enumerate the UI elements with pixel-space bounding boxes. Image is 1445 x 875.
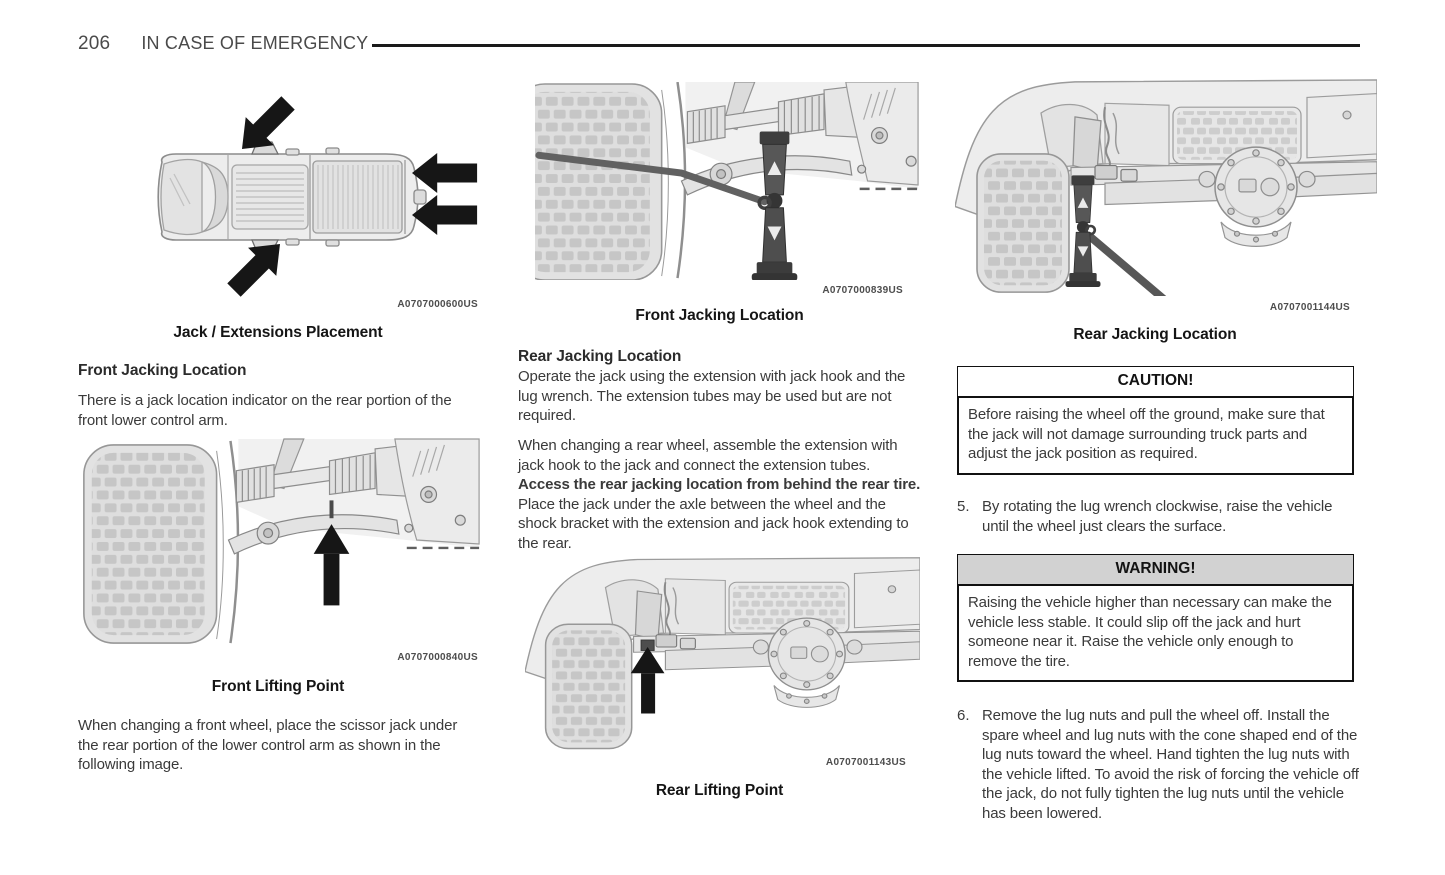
rear-tire [544,623,633,750]
front-jacking-location-illustration [535,82,919,280]
warning-box: WARNING! Raising the vehicle higher than… [957,554,1354,682]
step-5-number: 5. [957,498,970,515]
front-tire [83,444,224,644]
front-tire [535,83,669,280]
caution-title: CAUTION! [957,366,1354,397]
step-6: 6. Remove the lug nuts and pull the whee… [957,706,1360,823]
rear-upper-jack-arrow [412,153,478,193]
page-header: 206 IN CASE OF EMERGENCY [78,33,368,55]
figure-jack-extensions-placement [140,78,480,300]
truck-top-view [157,141,427,253]
cv-boot-outer [328,452,376,496]
figure-code: A0707000839US [822,285,903,296]
differential-cover [773,685,841,708]
mud-flap [634,590,663,641]
cv-boot-inner [686,105,726,145]
front-jacking-location-text: There is a jack location indicator on th… [78,392,452,429]
spare-tire-tread [732,585,846,630]
caution-body-text: Before raising the wheel off the ground,… [957,396,1354,475]
spare-tire-tread [1177,111,1297,160]
warning-body-text: Raising the vehicle higher than necessar… [957,584,1354,682]
rear-jacking-location-heading: Rear Jacking Location [518,348,682,365]
figure-code: A0707001143US [825,757,906,768]
step-5: 5. By rotating the lug wrench clockwise,… [957,497,1360,536]
mud-flap [1072,116,1102,173]
scissor-jack [751,131,798,280]
rear-jacking-text-2-pre: When changing a rear wheel, assemble the… [518,437,898,474]
jack-location-indicator [329,500,334,519]
figure-caption: Jack / Extensions Placement [173,324,383,341]
lug-wrench-rod [535,151,769,206]
figure-caption: Front Lifting Point [211,678,345,695]
lifting-point-arrow [313,524,350,606]
brake-line [663,582,671,637]
figure-caption: Front Jacking Location [635,307,804,324]
figure-code: A0707000600US [397,299,478,310]
lifting-point-arrow [630,647,665,714]
hitch-receiver [413,189,427,205]
brake-line [1103,107,1111,168]
rear-jacking-text-2: When changing a rear wheel, assemble the… [518,436,921,553]
cv-boot-inner [235,464,275,504]
front-suspension [227,438,480,555]
rear-lifting-point-illustration [525,557,920,750]
rear-underbody [1070,92,1377,247]
jack-extensions-placement-illustration [157,88,478,300]
step-6-text: Remove the lug nuts and pull the wheel o… [982,707,1359,822]
front-lifting-point-text: When changing a front wheel, place the s… [78,717,458,773]
rear-jacking-text-2-bold: Access the rear jacking location from be… [518,476,921,493]
scissor-jack [1065,175,1101,288]
caution-box: CAUTION! Before raising the wheel off th… [957,366,1354,475]
front-lifting-point-illustration [83,438,480,644]
figure-rear-jacking-location [955,78,1377,296]
figure-rear-lifting-point [525,556,920,752]
front-jacking-location-heading: Front Jacking Location [78,362,247,379]
step-6-number: 6. [957,707,970,724]
figure-caption: Rear Jacking Location [1073,326,1237,343]
page-number: 206 [78,33,111,54]
figure-front-jacking-location [535,82,920,280]
figure-front-lifting-point [78,437,481,647]
rear-tire [976,153,1070,293]
figure-caption: Rear Lifting Point [655,782,784,799]
figure-code: A0707000840US [397,652,478,663]
rear-jacking-text-1: Operate the jack using the extension wit… [518,368,906,424]
chapter-title: IN CASE OF EMERGENCY [141,33,369,53]
rear-jacking-location-illustration [955,79,1377,296]
front-suspension [680,82,919,196]
jack-hook [1085,224,1097,236]
step-5-text: By rotating the lug wrench clockwise, ra… [982,498,1333,535]
header-rule [372,44,1360,47]
rear-underbody [633,569,920,708]
figure-code: A0707001144US [1269,302,1350,313]
differential-cover [1220,221,1292,247]
jack-hook [757,195,772,210]
warning-title: WARNING! [957,554,1354,585]
rear-jacking-text-2-post: Place the jack under the axle between th… [518,495,909,552]
cv-boot-outer [777,93,825,137]
jack-extension-rod [1085,231,1167,296]
